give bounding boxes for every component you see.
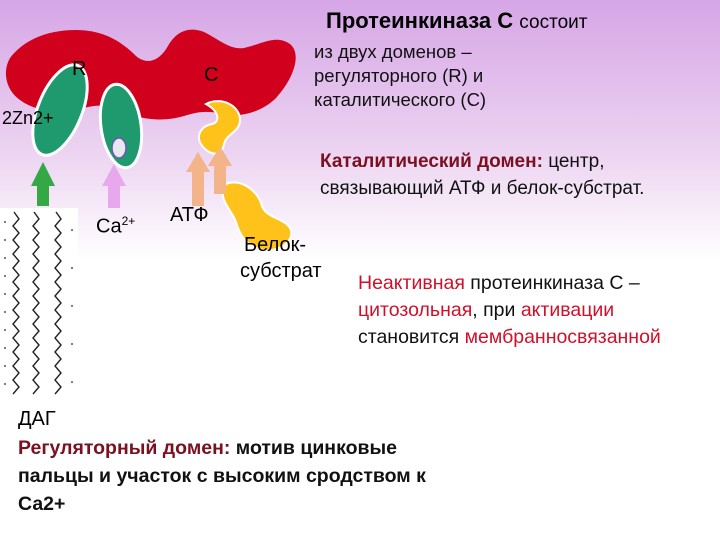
inactive-description: Неактивная протеинкиназа С – цитозольная… (358, 270, 718, 351)
label-zn: 2Zn2+ (2, 108, 54, 128)
label-ca: Ca2+ (96, 214, 135, 239)
label-substrate-2: субстрат (240, 260, 322, 282)
regulatory-domain-r (31, 63, 89, 157)
regulatory-body: мотив цинковые пальцы и участок с высоки… (18, 437, 426, 515)
description: из двух доменов – регуляторного (R) и ка… (314, 41, 487, 110)
label-ca-sup: 2+ (121, 214, 136, 228)
ca-binding-site (111, 137, 127, 159)
regulatory-domain-ca (98, 82, 144, 170)
label-atp: АТФ (170, 204, 209, 226)
catalytic-description: Каталитический домен: центр, связывающий… (320, 148, 720, 202)
atp-arrow (186, 152, 210, 206)
ca-arrow (102, 164, 126, 208)
substrate-arrow (208, 146, 232, 194)
cytosolic-word: цитозольная (358, 299, 473, 321)
activation-word: активации (520, 299, 615, 321)
catalytic-body: центр, связывающий АТФ и белок-субстрат. (320, 151, 645, 199)
label-c: С (204, 64, 219, 86)
inactive-word: Неактивная (358, 272, 465, 294)
label-r: R (72, 58, 87, 80)
regulatory-description: Регуляторный домен: мотив цинковые пальц… (18, 434, 438, 518)
protein-substrate (221, 181, 293, 252)
label-substrate-1: Белок- (244, 234, 307, 256)
lipid-bilayer (0, 208, 78, 406)
dag-arrow (31, 162, 55, 206)
label-ca-text: Ca (96, 215, 122, 238)
title: Протеинкиназа С состоит (326, 8, 587, 34)
label-dag: ДАГ (18, 408, 56, 430)
title-rest: состоит (519, 12, 588, 33)
inactive-text-1: протеинкиназа С – (464, 272, 640, 294)
inactive-text-2: , при (472, 299, 521, 321)
title-bold: Протеинкиназа С (326, 8, 514, 33)
inactive-text-3: становится (358, 326, 465, 348)
regulatory-head: Регуляторный домен: (18, 437, 231, 459)
membrane-bound-word: мембранносвязанной (464, 326, 661, 348)
catalytic-head: Каталитический домен: (320, 151, 543, 172)
